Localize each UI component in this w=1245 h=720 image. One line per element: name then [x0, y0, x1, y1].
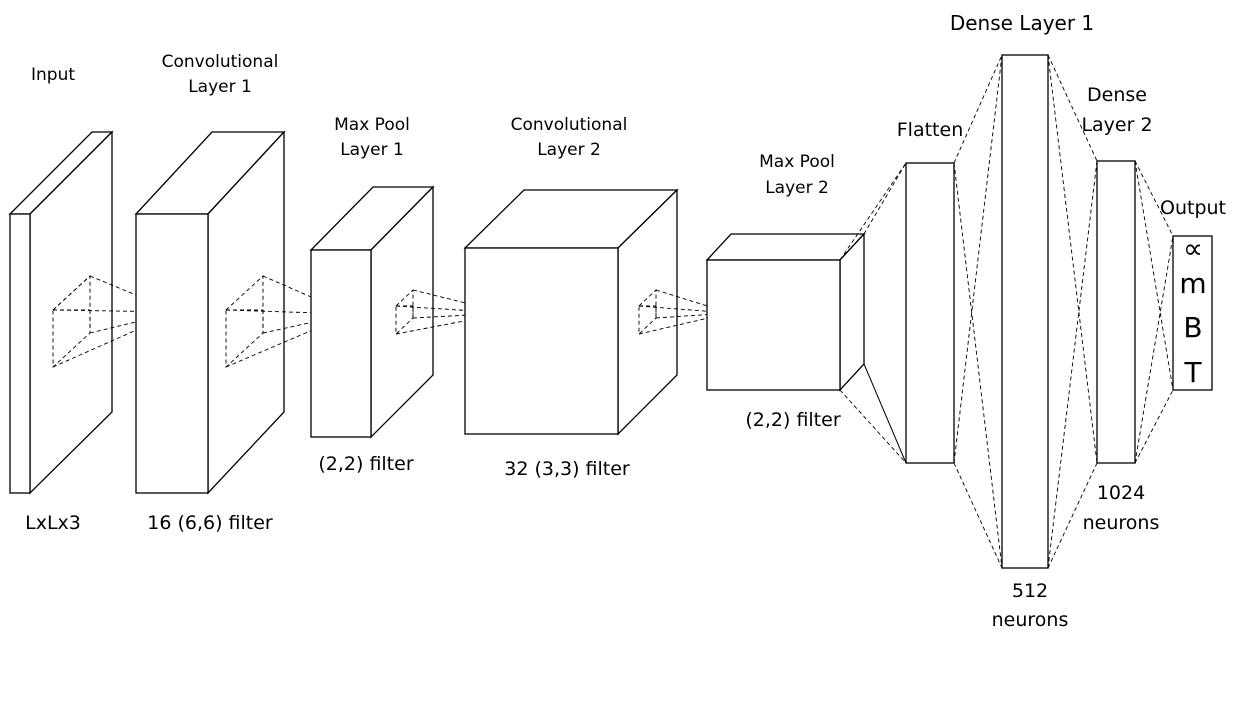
- output-layer: [1172, 235, 1213, 391]
- dense2-title-line2: Layer 2: [1081, 114, 1152, 136]
- dense1-to-dense2-connections: [1047, 54, 1098, 569]
- conv1-volume-front: [135, 213, 209, 494]
- output-item-b: B: [1183, 311, 1202, 344]
- conv2-volume: [463, 188, 679, 436]
- input-dims-label: LxLx3: [25, 512, 81, 534]
- dense2-to-output-connections: [1134, 160, 1174, 464]
- dense2-title-line1: Dense: [1087, 84, 1147, 106]
- pool1-title-line1: Max Pool: [334, 115, 410, 135]
- conv1-title-line2: Layer 1: [188, 77, 252, 97]
- output-title: Output: [1160, 197, 1226, 219]
- dense2-unit: neurons: [1083, 512, 1160, 534]
- pool1-title-line2: Layer 1: [340, 140, 404, 160]
- flatten-layer: [905, 162, 955, 464]
- pool2-title-line2: Layer 2: [765, 178, 829, 198]
- pool1-volume-front: [310, 249, 372, 438]
- output-item-m: m: [1179, 267, 1206, 300]
- output-item-t: T: [1183, 356, 1202, 389]
- pool2-volume: [705, 232, 866, 392]
- conv1-filter-label: 16 (6,6) filter: [147, 512, 273, 534]
- dense2-layer: [1096, 160, 1136, 464]
- conv2-volume-front: [464, 247, 619, 435]
- input-title: Input: [31, 65, 75, 85]
- dense1-layer: [1001, 54, 1049, 569]
- pool2-volume-side: [839, 232, 865, 392]
- input-volume: [8, 130, 114, 495]
- dense1-unit: neurons: [992, 609, 1069, 631]
- dense1-count: 512: [1012, 580, 1048, 602]
- input-volume-front: [9, 213, 31, 494]
- conv2-title-line1: Convolutional: [511, 115, 628, 135]
- flatten-to-dense1-connections: [953, 54, 1003, 569]
- dense2-count: 1024: [1097, 482, 1145, 504]
- conv1-volume: [134, 130, 286, 495]
- flatten-title: Flatten: [897, 119, 963, 141]
- pool2-title-line1: Max Pool: [759, 152, 835, 172]
- conv2-filter-label: 32 (3,3) filter: [504, 458, 630, 480]
- pool2-filter-label: (2,2) filter: [745, 409, 840, 431]
- pool2-volume-top: [705, 233, 866, 261]
- dense1-title: Dense Layer 1: [950, 11, 1094, 35]
- pool1-filter-label: (2,2) filter: [318, 453, 413, 475]
- pool1-volume: [309, 185, 435, 439]
- pool2-volume-front: [706, 259, 841, 391]
- conv1-title-line1: Convolutional: [162, 52, 279, 72]
- conv2-title-line2: Layer 2: [537, 140, 601, 160]
- pool2-to-flatten-connections: [839, 162, 907, 464]
- output-item-alpha: ∝: [1183, 232, 1203, 265]
